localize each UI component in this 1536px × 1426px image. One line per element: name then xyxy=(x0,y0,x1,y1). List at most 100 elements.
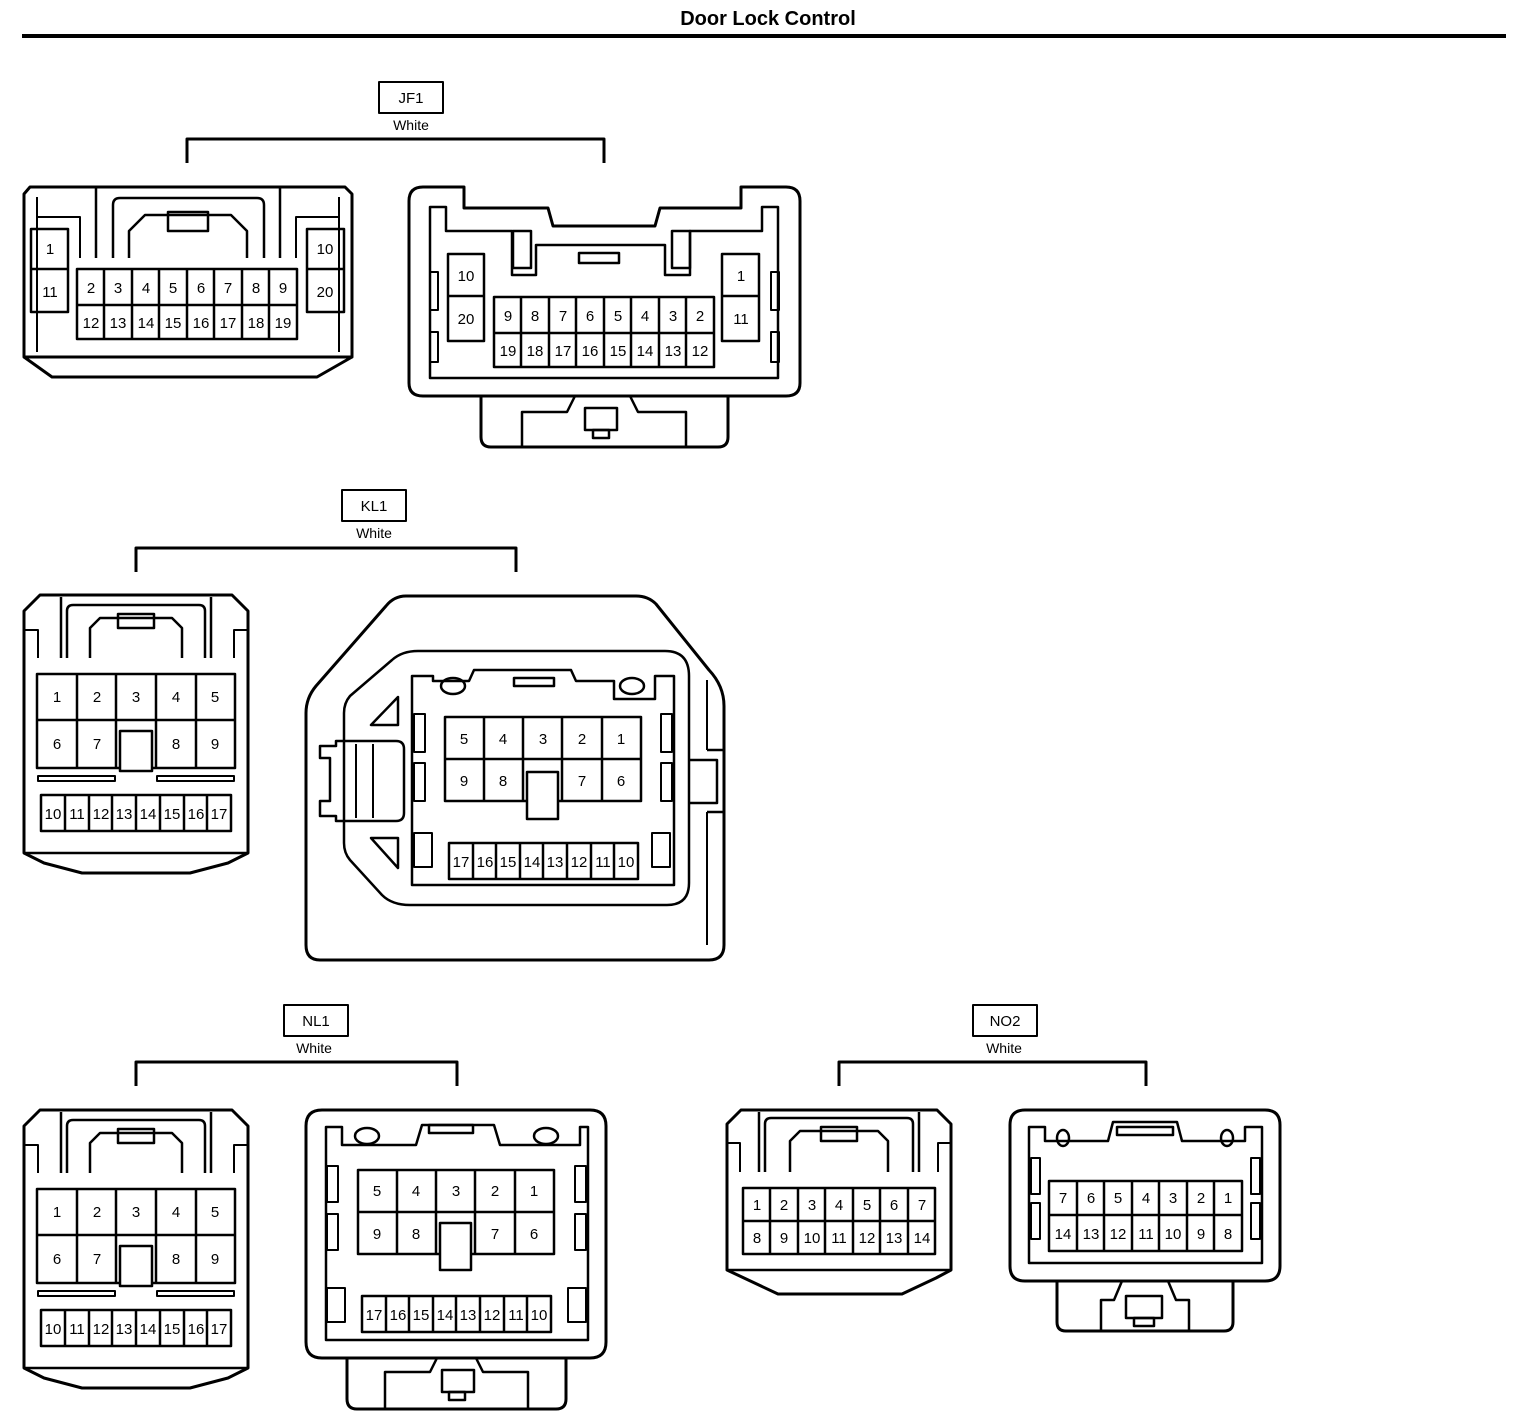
connector-view-left: 1 11 2 3 4 5 6 7 8 9 12 13 14 15 16 17 1… xyxy=(22,185,354,379)
pin-label: 15 xyxy=(164,806,181,823)
pin-label: 1 xyxy=(53,689,61,706)
pin-label: 6 xyxy=(617,773,625,790)
pin-label: 9 xyxy=(780,1230,788,1247)
pin-label: 5 xyxy=(169,280,177,297)
pin-label: 1 xyxy=(53,1204,61,1221)
connector-view-right: 7 6 5 4 3 2 1 14 13 12 11 10 9 8 xyxy=(1008,1108,1282,1333)
connector-bracket xyxy=(185,137,606,163)
pin-label: 10 xyxy=(618,854,635,871)
pin-label: 7 xyxy=(559,308,567,325)
pin-label: 7 xyxy=(93,1251,101,1268)
connector-kl1: KL1 White xyxy=(22,489,726,962)
pin-label: 5 xyxy=(1114,1190,1122,1207)
pin-grid xyxy=(35,1187,237,1348)
pin-label: 15 xyxy=(500,854,517,871)
pin-label: 9 xyxy=(211,1251,219,1268)
pin-label: 2 xyxy=(93,689,101,706)
pin-label: 12 xyxy=(93,806,110,823)
pin-label: 4 xyxy=(172,689,180,706)
pin-label: 9 xyxy=(460,773,468,790)
pin-label: 11 xyxy=(69,806,85,823)
pin-label: 3 xyxy=(132,689,140,706)
pin-label: 16 xyxy=(477,854,494,871)
pin-label: 4 xyxy=(142,280,150,297)
pin-label: 6 xyxy=(1087,1190,1095,1207)
pin-label: 17 xyxy=(555,343,572,360)
pin-label: 2 xyxy=(93,1204,101,1221)
pin-label: 1 xyxy=(530,1183,538,1200)
pin-label: 6 xyxy=(53,736,61,753)
pin-label: 13 xyxy=(1083,1226,1100,1243)
pin-label: 10 xyxy=(531,1307,548,1324)
pin-label: 3 xyxy=(539,731,547,748)
pin-label: 3 xyxy=(114,280,122,297)
pin-label: 9 xyxy=(373,1226,381,1243)
pin-grid xyxy=(446,252,761,369)
pin-grid xyxy=(29,227,346,341)
pin-label: 4 xyxy=(835,1197,843,1214)
pin-label: 14 xyxy=(524,854,541,871)
pin-label: 12 xyxy=(859,1230,876,1247)
pin-label: 9 xyxy=(1197,1226,1205,1243)
pin-label: 13 xyxy=(460,1307,477,1324)
pin-label: 10 xyxy=(317,241,334,258)
pin-label: 15 xyxy=(164,1321,181,1338)
pin-label: 17 xyxy=(366,1307,383,1324)
pin-label: 17 xyxy=(211,806,228,823)
connector-bracket xyxy=(134,1060,459,1086)
pin-label: 11 xyxy=(42,284,58,301)
pin-label: 8 xyxy=(1224,1226,1232,1243)
pin-label: 14 xyxy=(914,1230,931,1247)
pin-label: 13 xyxy=(116,806,133,823)
pin-label: 13 xyxy=(886,1230,903,1247)
connector-bracket xyxy=(134,546,518,572)
pin-label: 5 xyxy=(211,1204,219,1221)
pin-label: 4 xyxy=(641,308,649,325)
pin-label: 3 xyxy=(452,1183,460,1200)
pin-label: 17 xyxy=(220,315,237,332)
pin-label: 7 xyxy=(918,1197,926,1214)
pin-label: 17 xyxy=(211,1321,228,1338)
connector-label-box xyxy=(341,489,407,522)
pin-label: 9 xyxy=(279,280,287,297)
pin-grid xyxy=(741,1186,937,1256)
pin-label: 6 xyxy=(197,280,205,297)
pin-label: 4 xyxy=(1142,1190,1150,1207)
pin-label: 1 xyxy=(737,268,745,285)
pin-label: 8 xyxy=(172,1251,180,1268)
pin-label: 12 xyxy=(1110,1226,1127,1243)
connector-id: NL1 xyxy=(302,1013,330,1030)
pin-label: 6 xyxy=(586,308,594,325)
pin-label: 2 xyxy=(491,1183,499,1200)
pin-label: 14 xyxy=(437,1307,454,1324)
pin-label: 3 xyxy=(808,1197,816,1214)
pin-label: 8 xyxy=(172,736,180,753)
pin-label: 9 xyxy=(504,308,512,325)
connector-nl1: NL1 White xyxy=(22,1004,608,1411)
pin-label: 3 xyxy=(132,1204,140,1221)
connector-no2: NO2 White 1 2 3 4 5 6 xyxy=(725,1004,1282,1333)
pin-label: 2 xyxy=(87,280,95,297)
pin-label: 16 xyxy=(188,806,205,823)
pin-label: 17 xyxy=(453,854,470,871)
pin-label: 16 xyxy=(193,315,210,332)
connector-id: KL1 xyxy=(361,498,388,515)
pin-label: 7 xyxy=(578,773,586,790)
pin-grid xyxy=(356,1168,556,1334)
connector-label-box xyxy=(972,1004,1038,1037)
pin-label: 15 xyxy=(610,343,627,360)
pin-label: 5 xyxy=(460,731,468,748)
pin-label: 12 xyxy=(83,315,100,332)
pin-label: 7 xyxy=(224,280,232,297)
connector-view-right: 10 20 9 8 7 6 5 4 3 2 19 18 17 16 15 14 … xyxy=(407,185,802,449)
connector-view-right: 5 4 3 2 1 9 8 7 6 17 16 15 14 13 12 11 1… xyxy=(304,594,726,962)
title-rule xyxy=(22,34,1506,38)
connector-bracket xyxy=(837,1060,1148,1086)
connector-id: NO2 xyxy=(990,1013,1021,1030)
pin-label: 18 xyxy=(248,315,265,332)
connector-view-left: 1 2 3 4 5 6 7 8 9 10 11 12 13 14 15 16 1… xyxy=(22,1108,250,1390)
pin-label: 4 xyxy=(412,1183,420,1200)
pin-label: 20 xyxy=(317,284,334,301)
pin-label: 16 xyxy=(582,343,599,360)
